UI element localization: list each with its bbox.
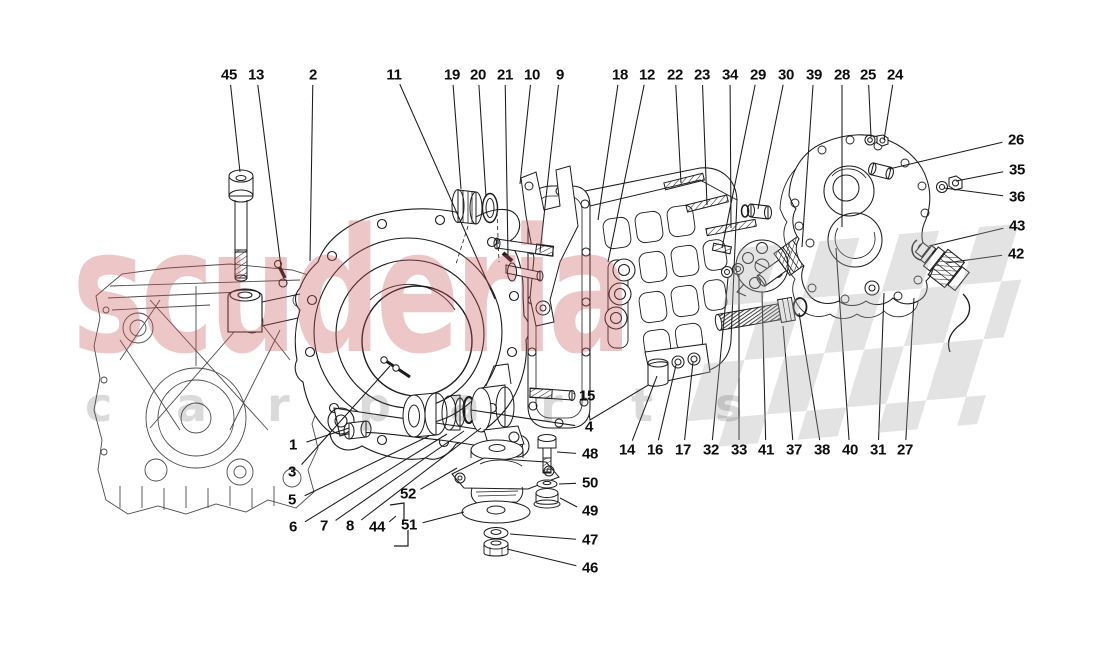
callout-46[interactable]: 46 <box>581 559 599 577</box>
leader-line-44 <box>388 515 397 523</box>
leader-line-21 <box>504 84 509 257</box>
callout-30[interactable]: 30 <box>777 66 795 84</box>
leader-line-14 <box>631 375 658 441</box>
callout-45[interactable]: 45 <box>220 66 238 84</box>
callout-22[interactable]: 22 <box>666 66 684 84</box>
leader-line-26 <box>888 141 1003 170</box>
callout-34[interactable]: 34 <box>721 66 739 84</box>
callout-12[interactable]: 12 <box>638 66 656 84</box>
leader-line-22 <box>675 84 682 184</box>
callout-17[interactable]: 17 <box>674 441 692 459</box>
callout-14[interactable]: 14 <box>618 441 636 459</box>
callout-15[interactable]: 15 <box>578 387 596 405</box>
callout-43[interactable]: 43 <box>1008 217 1026 235</box>
leader-line-4 <box>470 409 576 427</box>
callout-44[interactable]: 44 <box>368 518 386 536</box>
leader-line-47 <box>509 533 577 540</box>
leader-line-6 <box>304 433 448 523</box>
callout-39[interactable]: 39 <box>805 66 823 84</box>
callout-32[interactable]: 32 <box>702 441 720 459</box>
callout-24[interactable]: 24 <box>886 66 904 84</box>
callout-42[interactable]: 42 <box>1007 245 1025 263</box>
callout-7[interactable]: 7 <box>319 517 329 535</box>
callout-6[interactable]: 6 <box>288 518 298 536</box>
callout-26[interactable]: 26 <box>1007 131 1025 149</box>
callout-5[interactable]: 5 <box>287 491 297 509</box>
leader-line-13 <box>257 84 282 268</box>
callout-27[interactable]: 27 <box>896 441 914 459</box>
leader-line-29 <box>721 84 756 249</box>
callout-52[interactable]: 52 <box>399 485 417 503</box>
callout-21[interactable]: 21 <box>496 66 514 84</box>
callout-9[interactable]: 9 <box>555 66 565 84</box>
callout-47[interactable]: 47 <box>581 531 599 549</box>
leader-line-23 <box>702 84 708 206</box>
callout-8[interactable]: 8 <box>345 517 355 535</box>
engine-mount-drawing <box>451 434 561 557</box>
callout-16[interactable]: 16 <box>646 441 664 459</box>
leader-line-3 <box>301 365 391 466</box>
leader-line-36 <box>943 187 1004 197</box>
leader-line-19 <box>452 84 462 190</box>
leader-line-12 <box>607 84 645 263</box>
leader-line-18 <box>597 84 619 221</box>
group-bracket-44 <box>389 502 409 547</box>
callout-38[interactable]: 38 <box>813 441 831 459</box>
callout-3[interactable]: 3 <box>287 463 297 481</box>
leader-line-2 <box>309 84 314 262</box>
callout-20[interactable]: 20 <box>469 66 487 84</box>
callout-50[interactable]: 50 <box>581 474 599 492</box>
leader-line-8 <box>360 427 482 521</box>
leader-line-11 <box>399 83 496 300</box>
leader-line-35 <box>955 171 1004 182</box>
callout-48[interactable]: 48 <box>581 445 599 463</box>
leader-line-50 <box>558 482 577 485</box>
callout-37[interactable]: 37 <box>785 441 803 459</box>
leader-line-15 <box>573 392 576 395</box>
leader-line-25 <box>868 84 872 138</box>
callout-25[interactable]: 25 <box>859 66 877 84</box>
leader-line-39 <box>801 84 814 248</box>
callout-11[interactable]: 11 <box>386 66 402 84</box>
leader-line-9 <box>539 84 559 253</box>
leader-line-45 <box>230 84 241 173</box>
leader-line-16 <box>657 364 677 441</box>
leader-line-48 <box>556 451 577 454</box>
callout-2[interactable]: 2 <box>308 66 318 84</box>
callout-1[interactable]: 1 <box>288 436 298 454</box>
callout-41[interactable]: 41 <box>757 441 775 459</box>
callout-19[interactable]: 19 <box>443 66 461 84</box>
leader-line-20 <box>478 84 487 198</box>
callout-36[interactable]: 36 <box>1008 188 1026 206</box>
callout-13[interactable]: 13 <box>247 66 265 84</box>
callout-49[interactable]: 49 <box>581 502 599 520</box>
leader-line-24 <box>883 84 894 141</box>
leader-line-52 <box>420 467 458 490</box>
callout-40[interactable]: 40 <box>841 441 859 459</box>
leader-line-10 <box>519 84 531 185</box>
bushing-seal-drawing <box>451 189 499 265</box>
leader-line-5 <box>304 435 430 497</box>
callout-31[interactable]: 31 <box>869 441 887 459</box>
leader-line-49 <box>559 497 578 508</box>
leader-line-7 <box>335 430 465 521</box>
callout-33[interactable]: 33 <box>730 441 748 459</box>
callout-23[interactable]: 23 <box>693 66 711 84</box>
leader-line-46 <box>506 548 577 567</box>
shift-fork-drawing <box>493 165 579 327</box>
callout-4[interactable]: 4 <box>584 418 594 436</box>
leader-line-51 <box>422 511 465 524</box>
callout-29[interactable]: 29 <box>749 66 767 84</box>
callout-35[interactable]: 35 <box>1008 161 1026 179</box>
callout-18[interactable]: 18 <box>611 66 629 84</box>
callout-51[interactable]: 51 <box>400 516 418 534</box>
callout-28[interactable]: 28 <box>833 66 851 84</box>
bolt-45-drawing <box>228 169 287 282</box>
callout-10[interactable]: 10 <box>523 66 541 84</box>
leader-line-30 <box>757 84 784 210</box>
